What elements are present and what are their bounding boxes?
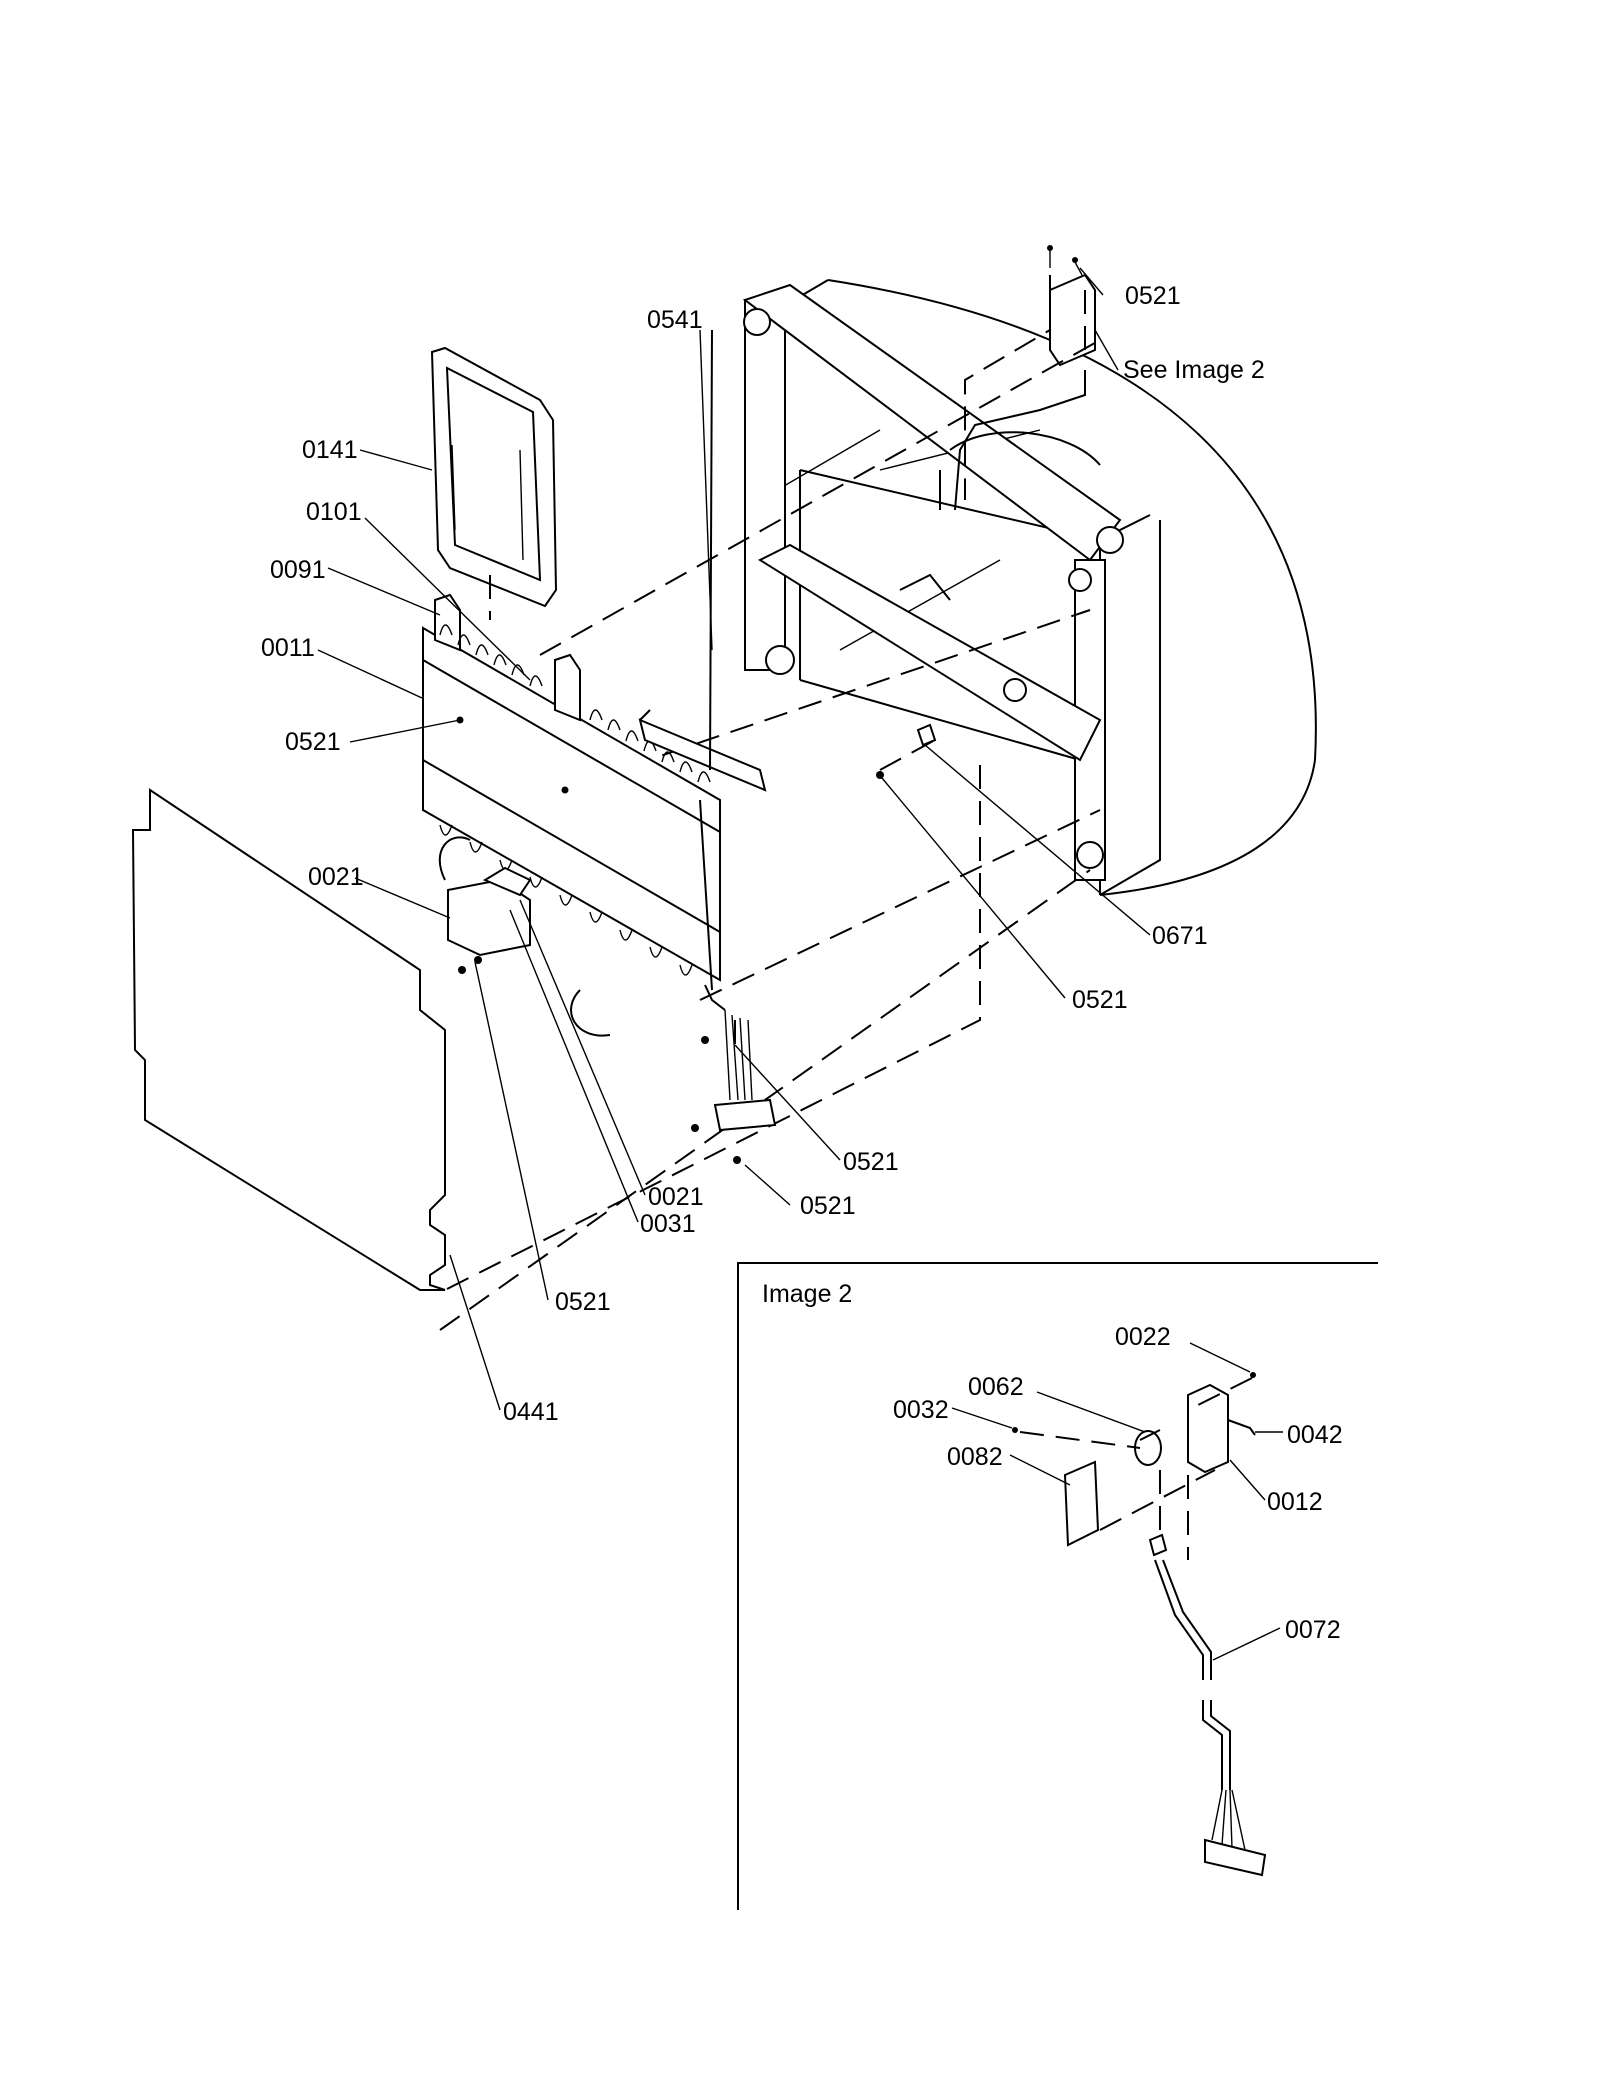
callout-0541: 0541 bbox=[647, 306, 703, 334]
inset-callout-0042: 0042 bbox=[1287, 1421, 1343, 1449]
callout-0521-harness-b: 0521 bbox=[800, 1192, 856, 1220]
inset-callout-0082: 0082 bbox=[947, 1443, 1003, 1471]
callout-0011: 0011 bbox=[261, 634, 315, 662]
evaporator-assembly bbox=[422, 593, 726, 1011]
callout-0101: 0101 bbox=[306, 498, 362, 526]
callout-0091: 0091 bbox=[270, 556, 326, 584]
callout-0521-right: 0521 bbox=[1072, 986, 1128, 1014]
inset-callout-0062: 0062 bbox=[968, 1373, 1024, 1401]
inset-knob-0062 bbox=[1134, 1429, 1162, 1466]
part-0441-panel bbox=[131, 788, 446, 1291]
inset-image-2: Image 2 bbox=[737, 1262, 1378, 1910]
inset-switch-bracket bbox=[1187, 1383, 1256, 1474]
callout-0021-lower: 0021 bbox=[648, 1183, 704, 1211]
part-0021-heater bbox=[438, 836, 611, 1037]
clip-0671 bbox=[876, 723, 937, 779]
inset-callout-0072: 0072 bbox=[1285, 1616, 1341, 1644]
inset-plate-0082 bbox=[1063, 1460, 1100, 1547]
callout-see-image-2: See Image 2 bbox=[1123, 356, 1265, 384]
control-bracket bbox=[954, 245, 1096, 511]
callout-labels: 0521 See Image 2 0541 0141 0101 0091 001… bbox=[261, 282, 1265, 1426]
callout-0441: 0441 bbox=[503, 1398, 559, 1426]
callout-0031: 0031 bbox=[640, 1210, 696, 1238]
rear-frame bbox=[742, 283, 1124, 881]
callout-0141: 0141 bbox=[302, 436, 358, 464]
part-0141-cover bbox=[430, 346, 558, 620]
callout-0521-evap: 0521 bbox=[285, 728, 341, 756]
callout-0021-left: 0021 bbox=[308, 863, 364, 891]
evaporator-fins bbox=[439, 624, 711, 976]
inset-callout-0022: 0022 bbox=[1115, 1323, 1171, 1351]
part-0541-drain-tube bbox=[638, 329, 767, 792]
leader-lines bbox=[317, 267, 1151, 1411]
inset-callout-0032: 0032 bbox=[893, 1396, 949, 1424]
callout-0521-harness-a: 0521 bbox=[843, 1148, 899, 1176]
callout-0521-bottom: 0521 bbox=[555, 1288, 611, 1316]
callout-0521-top: 0521 bbox=[1125, 282, 1181, 310]
wire-harness bbox=[691, 1009, 777, 1164]
inset-callout-0012: 0012 bbox=[1267, 1488, 1323, 1516]
inset-title: Image 2 bbox=[762, 1280, 852, 1308]
inset-harness-0072 bbox=[1148, 1533, 1267, 1877]
callout-0671: 0671 bbox=[1152, 922, 1208, 950]
